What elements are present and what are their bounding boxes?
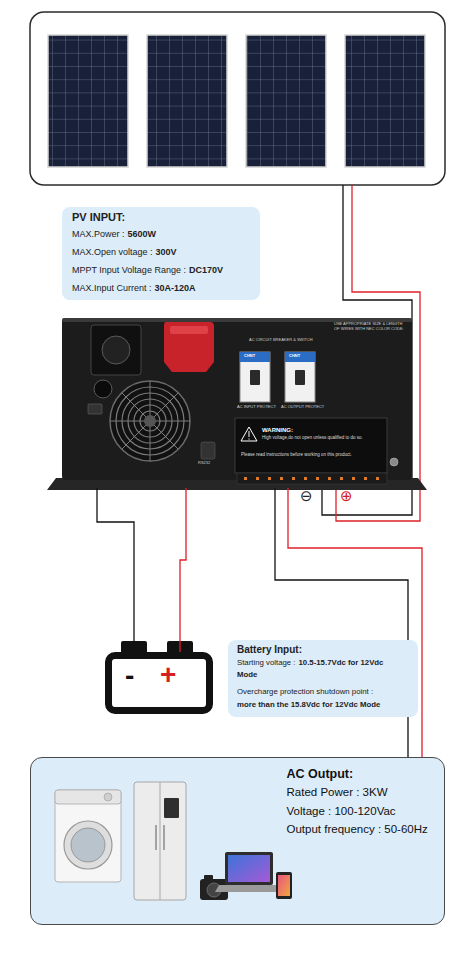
solar-panel xyxy=(246,35,326,167)
spec-heading: AC Output: xyxy=(287,767,437,781)
terminal-cover-highlight xyxy=(170,326,208,334)
cooling-fan xyxy=(110,381,190,461)
terminal-symbol: ⊕ xyxy=(340,489,353,504)
washer-glass xyxy=(71,828,105,862)
cable-gland xyxy=(94,380,112,398)
warning-text: Please read instructions before working … xyxy=(241,452,383,457)
refrigerator xyxy=(134,782,186,900)
wire-connector xyxy=(180,488,186,652)
laptop-base xyxy=(215,885,283,892)
cable-gland xyxy=(102,336,130,364)
fan-hub xyxy=(144,415,156,427)
washing-machine xyxy=(55,790,121,882)
brand-mark: CHNT xyxy=(244,354,255,358)
spec-box: PV INPUT: MAX.Power :5600W MAX.Open voltag… xyxy=(62,207,260,300)
port-name: RS232 xyxy=(198,461,222,466)
phone xyxy=(276,872,292,899)
spec-value: 300V xyxy=(156,247,177,257)
spec-value: more than the 15.8Vdc for 12Vdc Mode xyxy=(237,700,380,709)
spec-box: Battery Input:Starting voltage :10.5-15.… xyxy=(228,640,418,717)
spec-label: Starting voltage : xyxy=(237,658,296,667)
terminal-cover xyxy=(164,322,214,372)
breaker-name: AC OUTPUT PROTECT xyxy=(281,405,324,409)
spec-line: Rated Power : 3KW xyxy=(287,786,437,799)
warning-heading: WARNING: xyxy=(262,427,322,434)
fridge-display xyxy=(164,798,179,818)
spec-label: Overcharge protection shutdown point : xyxy=(237,687,373,696)
washer-control-panel xyxy=(55,790,121,804)
terminal-strip xyxy=(237,473,387,484)
terminal-symbol: ⊖ xyxy=(300,489,313,504)
spec-value: DC170V xyxy=(189,265,223,275)
power-switch xyxy=(88,404,102,414)
brand-mark: CHNT xyxy=(289,354,300,358)
inverter-body xyxy=(62,318,412,480)
terminal-screws xyxy=(244,477,379,480)
washer-door xyxy=(64,821,112,869)
spec-line: Voltage : 100-120Vac xyxy=(287,805,437,818)
circuit-breaker xyxy=(285,352,315,402)
phone-display xyxy=(278,875,290,896)
dc-breaker-box xyxy=(91,325,141,375)
polarity-sign: - xyxy=(125,662,147,690)
panel-caption: USE APPROPRIATE SIZE & LENGTH OF WIRES W… xyxy=(334,322,406,331)
warning-text: High voltage,do not open unless qualifie… xyxy=(262,435,382,440)
fan-spokes xyxy=(110,381,190,461)
spec-heading: PV INPUT: xyxy=(72,211,125,223)
warning-triangle xyxy=(241,427,257,441)
spec-value: 5600W xyxy=(128,229,157,239)
spec-label: MPPT Input Voltage Range : xyxy=(72,265,186,275)
wire-connector xyxy=(97,488,134,652)
spec-value: 30A-120A xyxy=(155,283,196,293)
solar-panel xyxy=(48,35,128,167)
rs232-port xyxy=(201,442,215,459)
spec-label: MAX.Open voltage : xyxy=(72,247,153,257)
spec-label: MAX.Input Current : xyxy=(72,283,152,293)
spec-heading: Battery Input: xyxy=(237,644,302,655)
spec-label: MAX.Power : xyxy=(72,229,125,239)
warning-panel: WARNING:High voltage,do not open unless … xyxy=(235,418,387,473)
ground-screw xyxy=(390,458,398,466)
breaker-toggle xyxy=(250,370,260,385)
camera-top xyxy=(204,875,213,880)
fridge-handles xyxy=(156,825,164,850)
breaker-label-plate xyxy=(240,352,270,362)
laptop-display xyxy=(228,855,270,882)
breaker-toggle xyxy=(295,370,305,385)
solar-panel xyxy=(147,35,227,167)
warning-plate xyxy=(235,418,387,473)
washer-knob xyxy=(104,793,112,801)
array-frame xyxy=(30,12,445,185)
warning-mark xyxy=(249,431,250,440)
panel-caption: AC CIRCUIT BREAKER & SWITCH xyxy=(249,338,321,343)
battery-icon: -+ xyxy=(105,652,213,714)
polarity-sign: + xyxy=(160,661,186,689)
solar-panel xyxy=(345,35,425,167)
inverter-unit: AC CIRCUIT BREAKER & SWITCH USE APPROPRIA… xyxy=(62,318,412,488)
circuit-breaker xyxy=(240,352,270,402)
breaker-label-plate xyxy=(285,352,315,362)
fridge-door-split xyxy=(160,782,161,900)
breaker-name: AC INPUT PROTECT xyxy=(237,405,276,409)
laptop-screen xyxy=(225,852,273,885)
spec-line: Output frequency : 50-60Hz xyxy=(287,823,442,836)
